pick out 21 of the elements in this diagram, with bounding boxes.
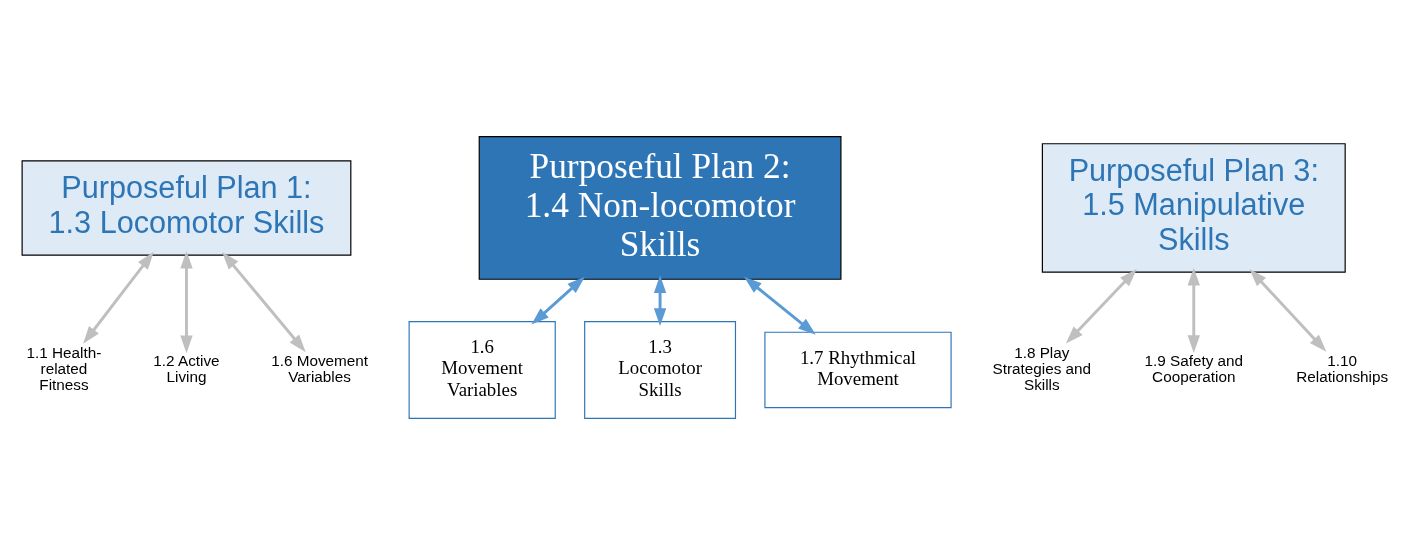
arrow <box>531 276 585 325</box>
arrow <box>1249 269 1327 352</box>
node-text: 1.10 Relationships <box>1296 351 1389 386</box>
node-box: Purposeful Plan 3: 1.5 Manipulative Skills <box>1041 143 1346 273</box>
node-text: 1.8 Play Strategies and Skills <box>992 343 1092 394</box>
arrow <box>1065 269 1137 344</box>
arrow <box>180 250 193 354</box>
arrow <box>222 251 306 353</box>
arrow <box>83 251 154 344</box>
node-box: Purposeful Plan 2: 1.4 Non-locomotor Skills <box>478 136 842 280</box>
node-text: 1.9 Safety and Cooperation <box>1144 351 1244 386</box>
node-box: 1.6 Movement Variables <box>408 321 556 419</box>
node-box: Purposeful Plan 1: 1.3 Locomotor Skills <box>21 160 352 256</box>
node-box: 1.7 Rhythmical Movement <box>764 331 952 409</box>
node-box: 1.3 Locomotor Skills <box>584 321 737 419</box>
arrow <box>653 275 667 327</box>
node-text: 1.2 Active Living <box>153 351 220 386</box>
arrow <box>744 276 816 335</box>
arrow <box>1187 267 1200 354</box>
node-text: 1.1 Health-related Fitness <box>26 343 102 394</box>
node-text: 1.6 Movement Variables <box>271 351 369 386</box>
